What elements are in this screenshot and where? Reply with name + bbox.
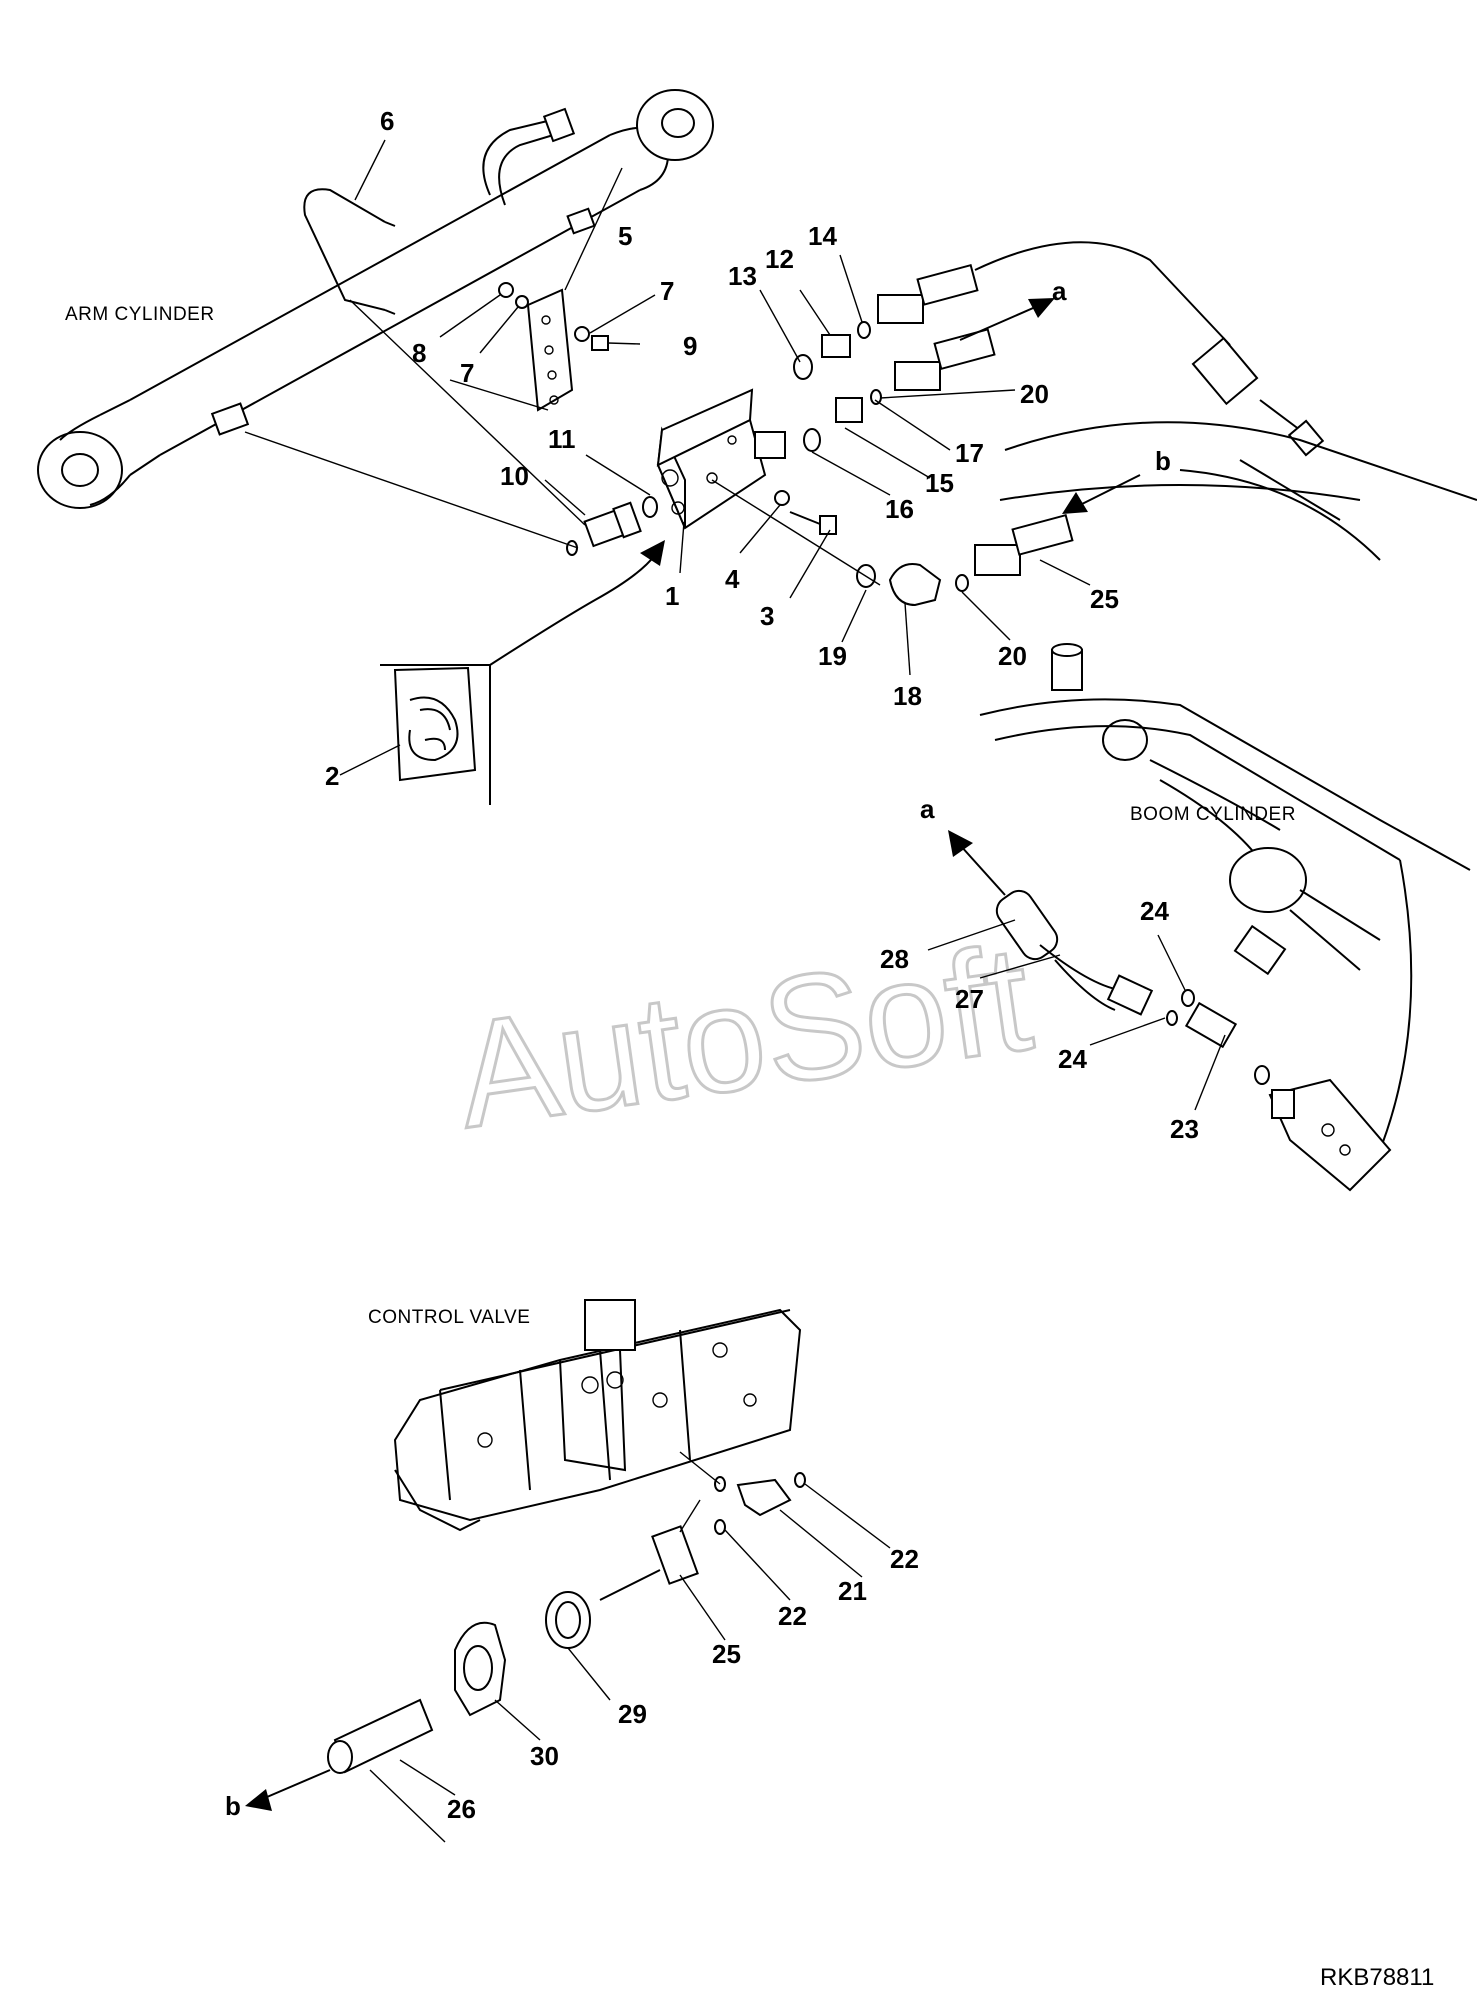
- callout-22a: 22: [890, 1544, 919, 1574]
- boom-cylinder-caption: BOOM CYLINDER: [1130, 804, 1296, 825]
- arrow-head: [1062, 492, 1088, 514]
- callout-20b: 20: [998, 641, 1027, 671]
- flow-ref-b-top: b: [1155, 446, 1171, 476]
- callout-6: 6: [380, 106, 394, 136]
- callout-25a: 25: [1090, 584, 1119, 614]
- arrow-head: [948, 830, 973, 857]
- callout-13: 13: [728, 261, 757, 291]
- control-valve: CONTROL VALVE: [368, 1299, 802, 1532]
- tee-fitting: [714, 1472, 806, 1535]
- arm-cylinder-caption: ARM CYLINDER: [65, 304, 215, 325]
- upper-fittings: [793, 321, 882, 452]
- arrow-head: [1028, 298, 1055, 318]
- hose-upper: [877, 241, 1325, 457]
- callout-23: 23: [1170, 1114, 1199, 1144]
- callout-29: 29: [618, 1699, 647, 1729]
- mounting-bolt: [774, 490, 837, 535]
- callout-12: 12: [765, 244, 794, 274]
- control-valve-caption: CONTROL VALVE: [368, 1307, 530, 1328]
- callout-14: 14: [808, 221, 837, 251]
- callout-24b: 24: [1058, 1044, 1087, 1074]
- callout-27: 27: [955, 984, 984, 1014]
- connector-fitting: [566, 496, 658, 556]
- callout-21: 21: [838, 1576, 867, 1606]
- flow-ref-a-top: a: [1052, 276, 1067, 306]
- nuts-washers: [498, 282, 609, 351]
- callout-9: 9: [683, 331, 697, 361]
- callout-11: 11: [548, 424, 576, 454]
- service-kit-bag: [380, 664, 491, 805]
- arm-cylinder: ARM CYLINDER: [37, 89, 714, 509]
- callout-24a: 24: [1140, 896, 1169, 926]
- arrow-head: [245, 1789, 272, 1811]
- flow-ref-b-bottom: b: [225, 1791, 241, 1821]
- callout-7a: 7: [460, 358, 474, 388]
- callout-25b: 25: [712, 1639, 741, 1669]
- boom-side-hose: [995, 889, 1392, 1192]
- figure-code: RKB78811: [1320, 1964, 1434, 1991]
- callout-26: 26: [447, 1794, 476, 1824]
- callout-28: 28: [880, 944, 909, 974]
- callout-4: 4: [725, 564, 740, 594]
- callout-1: 1: [665, 581, 679, 611]
- elbow-fitting: [856, 513, 1083, 691]
- callout-2: 2: [325, 761, 339, 791]
- callout-5: 5: [618, 221, 632, 251]
- callout-18: 18: [893, 681, 922, 711]
- callout-20a: 20: [1020, 379, 1049, 409]
- callout-3: 3: [760, 601, 774, 631]
- boom-outline: BOOM CYLINDER: [979, 421, 1477, 1151]
- callout-7b: 7: [660, 276, 674, 306]
- callout-19: 19: [818, 641, 847, 671]
- safety-valve-block: [656, 388, 786, 530]
- callout-16: 16: [885, 494, 914, 524]
- callout-8: 8: [412, 338, 426, 368]
- callout-17: 17: [955, 438, 984, 468]
- callout-22b: 22: [778, 1601, 807, 1631]
- watermark: AutoSoft: [447, 913, 1040, 1159]
- bracket-plate: [526, 288, 574, 412]
- flow-arrows: [245, 298, 1141, 1811]
- leader-lines: [244, 139, 1226, 1843]
- lower-hose-assembly: [327, 1525, 699, 1774]
- callout-30: 30: [530, 1741, 559, 1771]
- flow-ref-a-mid: a: [920, 794, 935, 824]
- u-bolt: [303, 188, 396, 315]
- arrow-head: [640, 540, 665, 566]
- callout-15: 15: [925, 468, 954, 498]
- callout-10: 10: [500, 461, 529, 491]
